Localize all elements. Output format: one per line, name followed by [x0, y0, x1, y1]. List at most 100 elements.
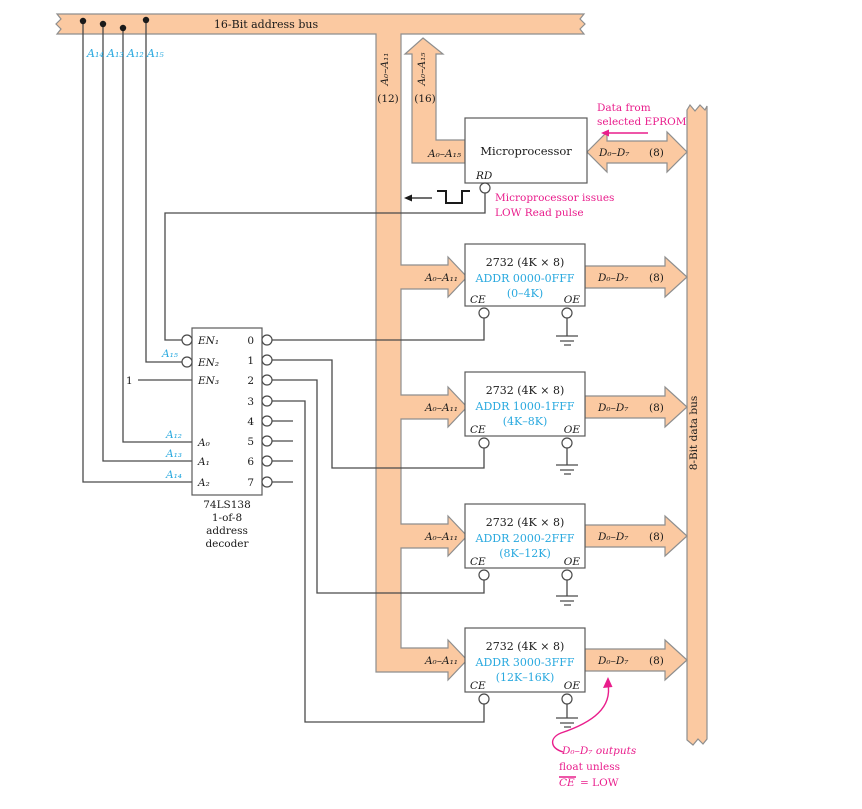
- bus-tap-dots: [79, 16, 150, 32]
- wires: [82, 20, 578, 728]
- en1-bubble: [181, 334, 193, 346]
- decoder-en3-label: EN₃: [197, 375, 219, 387]
- eprom2-box: [464, 371, 586, 437]
- eprom2-addr-in-label: A₀–A₁₁: [424, 402, 458, 414]
- wire-a14-to-a2: [82, 21, 192, 483]
- wire-out1-to-ce2: [272, 359, 485, 469]
- microprocessor-box: [464, 117, 588, 184]
- tap-dot-a13: [99, 20, 107, 28]
- eprom3-addr: ADDR 2000-2FFF: [475, 532, 575, 545]
- eprom1-addr-in-label: A₀–A₁₁: [424, 272, 458, 284]
- eprom4-addr-in-label: A₀–A₁₁: [424, 655, 458, 667]
- a0-a11-bus-label: A₀–A₁₁: [379, 52, 391, 86]
- data-from-note-line2: selected EPROM: [597, 116, 687, 128]
- ce1-bubble: [478, 307, 490, 319]
- decoder-a1-label: A₁: [197, 456, 210, 468]
- float-note-curved-arrow: [551, 683, 610, 753]
- decoder-out2-label: 2: [247, 375, 254, 387]
- oe1-ground: [556, 318, 578, 346]
- eprom4-oe-label: OE: [564, 680, 581, 692]
- decoder-a2-label: A₂: [197, 477, 210, 489]
- rd-bubble: [479, 182, 491, 194]
- tap-dot-a14: [79, 17, 87, 25]
- decoder-a0-label: A₀: [197, 437, 211, 449]
- decoder-caption-3: address: [206, 525, 248, 537]
- tap-label-a12: A₁₂: [126, 47, 144, 60]
- eprom4-addr: ADDR 3000-3FFF: [475, 656, 575, 669]
- eprom3-addr-in-label: A₀–A₁₁: [424, 531, 458, 543]
- out4-bubble: [261, 415, 273, 427]
- micro-data-arrow: [586, 130, 688, 174]
- wire-rd-to-en1: [164, 193, 486, 341]
- eprom3-oe-label: OE: [564, 556, 581, 568]
- eprom2-data-width: (8): [649, 402, 664, 414]
- eprom1-data-arrow: [584, 255, 688, 299]
- eprom4-data-width: (8): [649, 655, 664, 667]
- inverter-bubbles: [181, 182, 573, 705]
- out5-bubble: [261, 435, 273, 447]
- decoder-out0-label: 0: [247, 335, 254, 347]
- eprom1-ce-label: CE: [470, 294, 486, 306]
- wire-a13-to-a1: [102, 24, 192, 462]
- eprom3-data-arrow: [584, 514, 688, 558]
- decoder-sig-a12: A₁₂: [165, 429, 182, 441]
- microprocessor-title: Microprocessor: [480, 144, 572, 158]
- oe2-bubble: [561, 437, 573, 449]
- eprom1-data-out-label: D₀–D₇: [597, 272, 629, 284]
- tap-dot-a12: [119, 24, 127, 32]
- oe4-bubble: [561, 693, 573, 705]
- oe3-bubble: [561, 569, 573, 581]
- decoder-sig-a14: A₁₄: [165, 469, 182, 481]
- decoder-out5-label: 5: [247, 436, 254, 448]
- wire-out0-to-ce1: [272, 318, 485, 341]
- eprom4-ce-label: CE: [470, 680, 486, 692]
- pink-annotation-arrows: [551, 129, 648, 778]
- float-note-arrowhead: [603, 677, 613, 688]
- wire-a12-to-a0: [122, 28, 192, 443]
- eprom2-data-out-label: D₀–D₇: [597, 402, 629, 414]
- tap-label-a15: A₁₅: [146, 47, 164, 60]
- float-note-line1: D₀–D₇ outputs: [561, 745, 637, 757]
- eprom2-data-arrow: [584, 385, 688, 429]
- data-from-arrowhead: [601, 129, 609, 137]
- decoder-out1-label: 1: [247, 355, 254, 367]
- read-pulse-note-line1: Microprocessor issues: [495, 192, 614, 204]
- a0-a15-width-label: (16): [414, 93, 436, 105]
- wire-out2-to-ce3: [272, 379, 485, 594]
- eprom3-data-width: (8): [649, 531, 664, 543]
- micro-data-label: D₀–D₇: [598, 147, 630, 159]
- eprom1-title: 2732 (4K × 8): [486, 256, 565, 269]
- micro-data-width: (8): [649, 147, 664, 159]
- tap-label-a13: A₁₃: [106, 47, 124, 60]
- wire-a15-to-en2: [145, 20, 182, 363]
- tap-dot-a15: [142, 16, 150, 24]
- micro-addr-label: A₀–A₁₅: [427, 148, 462, 160]
- en2-bubble: [181, 356, 193, 368]
- decoder-sig-a13: A₁₃: [165, 448, 182, 460]
- eprom3-box: [464, 503, 586, 569]
- decoder-caption-1: 74LS138: [203, 499, 251, 511]
- oe1-bubble: [561, 307, 573, 319]
- a0-a11-width-label: (12): [377, 93, 399, 105]
- oe2-ground: [556, 448, 578, 475]
- decoder-out7-label: 7: [247, 477, 254, 489]
- data-from-note-line1: Data from: [597, 102, 651, 114]
- out1-bubble: [261, 354, 273, 366]
- decoder-out4-label: 4: [247, 416, 254, 428]
- out0-bubble: [261, 334, 273, 346]
- eprom3-ce-label: CE: [470, 556, 486, 568]
- eprom3-range: (8K–12K): [499, 547, 551, 560]
- float-note-ce: CE: [559, 777, 575, 789]
- eprom4-range: (12K–16K): [496, 671, 555, 684]
- wire-out3-to-ce4: [272, 400, 485, 723]
- pulse-waveform: [437, 190, 470, 204]
- eprom4-box: [464, 627, 586, 693]
- pulse-direction-arrowhead: [404, 194, 412, 202]
- decoder-caption-4: decoder: [205, 538, 249, 550]
- decoder-out6-label: 6: [247, 456, 254, 468]
- ce2-bubble: [478, 437, 490, 449]
- decoder-caption-2: 1-of-8: [212, 512, 242, 524]
- eprom2-title: 2732 (4K × 8): [486, 384, 565, 397]
- eprom4-data-arrow: [584, 638, 688, 682]
